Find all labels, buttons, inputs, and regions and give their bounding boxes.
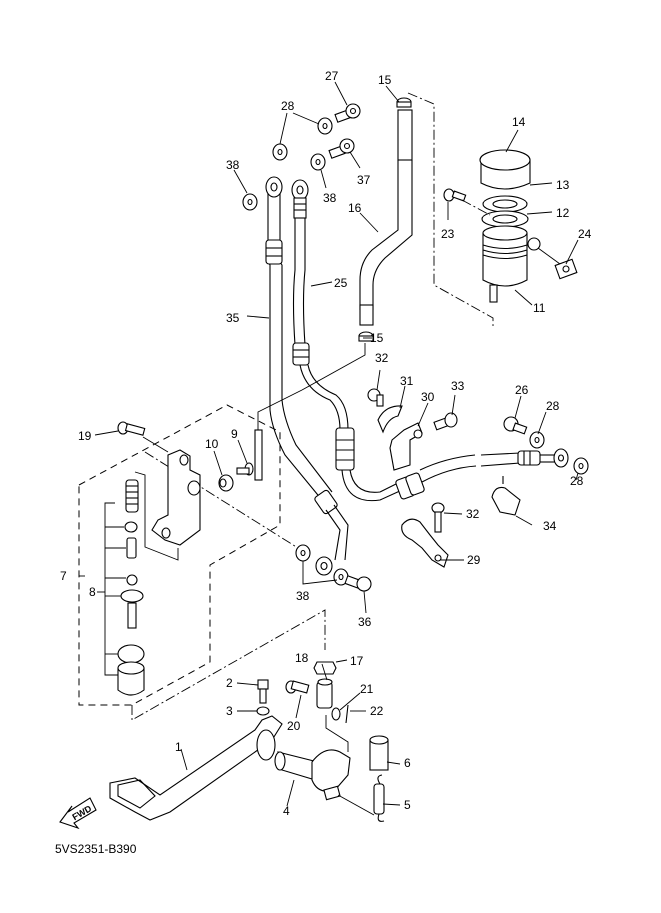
master-cylinder-assembly-outline — [78, 404, 281, 706]
spring-10 — [218, 474, 234, 492]
callout-8: 8 — [89, 585, 96, 599]
callout-13: 13 — [556, 178, 570, 192]
clevis-18 — [316, 678, 333, 709]
brake-pipe-35 — [265, 176, 349, 576]
callout-28-right: 28 — [570, 474, 584, 488]
callout-34: 34 — [543, 519, 557, 533]
brake-hose-25 — [291, 179, 569, 502]
bolt-32-lower — [431, 502, 445, 533]
callout-11: 11 — [533, 301, 546, 315]
callout-15-top: 15 — [378, 73, 392, 87]
callout-18: 18 — [295, 651, 309, 665]
callout-21: 21 — [360, 682, 374, 696]
callout-1: 1 — [175, 740, 182, 754]
washer-3 — [256, 706, 270, 716]
reservoir-cap-14 — [479, 149, 531, 190]
callout-36: 36 — [358, 615, 372, 629]
callout-38-top-mid: 38 — [323, 191, 337, 205]
callout-6: 6 — [404, 756, 411, 770]
brake-pedal-1 — [109, 715, 283, 821]
collar-6 — [369, 735, 389, 771]
bolt-23 — [443, 188, 467, 202]
cylinder-kit-8 — [117, 479, 145, 696]
reservoir-hose-16 — [359, 109, 413, 326]
hose-holder-29 — [401, 518, 449, 568]
hose-clamp-34 — [491, 476, 521, 516]
callout-20: 20 — [287, 719, 301, 733]
callout-3: 3 — [226, 704, 233, 718]
callout-30: 30 — [421, 390, 435, 404]
hose-clip-15-top — [396, 97, 412, 108]
connector-line — [301, 343, 366, 391]
nut-24 — [554, 258, 578, 280]
connector-line — [144, 451, 299, 549]
callout-19: 19 — [78, 429, 92, 443]
gasket-38-top-mid — [310, 153, 326, 171]
gasket-28-right — [317, 117, 333, 135]
callout-10: 10 — [205, 437, 219, 451]
cotter-pin-22 — [345, 704, 349, 724]
bolt-32-upper — [367, 388, 384, 407]
callout-35: 35 — [226, 311, 240, 325]
union-bolt-27 — [334, 103, 361, 123]
connector-line — [257, 389, 303, 430]
callout-22: 22 — [370, 704, 384, 718]
leader-lines — [79, 81, 579, 807]
callout-2: 2 — [226, 676, 233, 690]
callout-5: 5 — [404, 798, 411, 812]
bolt-33 — [433, 412, 458, 431]
callout-37: 37 — [357, 173, 371, 187]
callout-7: 7 — [60, 569, 67, 583]
callout-9: 9 — [231, 427, 238, 441]
gasket-28-left — [272, 143, 288, 161]
callout-23: 23 — [441, 227, 455, 241]
callout-33: 33 — [451, 379, 465, 393]
diagram-code: 5VS2351-B390 — [55, 842, 137, 856]
reservoir-tank-11 — [482, 225, 541, 303]
callout-24: 24 — [578, 227, 592, 241]
callout-15-bottom: 15 — [370, 331, 384, 345]
callout-14: 14 — [512, 115, 526, 129]
callout-32-upper: 32 — [375, 351, 389, 365]
callout-labels: 27 15 28 14 38 37 38 13 16 12 23 24 25 1… — [60, 69, 592, 818]
union-bolt-36 — [344, 575, 372, 592]
reservoir-group-bracket — [407, 92, 494, 326]
fwd-arrow-icon: FWD — [59, 797, 97, 830]
union-bolt-26 — [503, 416, 528, 435]
gasket-28-right-lower — [573, 457, 589, 475]
callout-28-mid: 28 — [546, 399, 560, 413]
callout-16: 16 — [348, 201, 362, 215]
nut-17 — [313, 661, 337, 675]
callout-4: 4 — [283, 804, 290, 818]
callout-31: 31 — [400, 374, 414, 388]
master-cylinder-body — [151, 449, 201, 546]
bolt-2 — [257, 679, 269, 704]
hose-guide-31 — [377, 405, 403, 434]
callout-38-top-left: 38 — [226, 158, 240, 172]
pedal-shaft-4 — [274, 749, 351, 801]
washer-21 — [331, 707, 341, 721]
callout-28-top: 28 — [281, 99, 295, 113]
hose-holder-30 — [389, 422, 423, 471]
union-bolt-37 — [328, 138, 355, 159]
connector-line — [131, 609, 326, 721]
plate-13 — [482, 195, 528, 213]
bolt-19 — [117, 421, 146, 436]
spring-5 — [373, 774, 385, 822]
gasket-38-lower-a — [295, 544, 311, 562]
callout-17: 17 — [350, 654, 364, 668]
callout-29: 29 — [467, 553, 481, 567]
diaphragm-12 — [481, 210, 529, 228]
gasket-38-top-left — [242, 193, 258, 211]
pin-20 — [285, 680, 310, 694]
callout-32-lower: 32 — [466, 507, 480, 521]
callout-25: 25 — [334, 276, 348, 290]
callout-38-lower: 38 — [296, 589, 310, 603]
callout-26: 26 — [515, 383, 529, 397]
hose-joint-9 — [236, 429, 263, 481]
gasket-28-mid — [529, 431, 545, 449]
callout-12: 12 — [556, 206, 570, 220]
callout-27: 27 — [325, 69, 339, 83]
